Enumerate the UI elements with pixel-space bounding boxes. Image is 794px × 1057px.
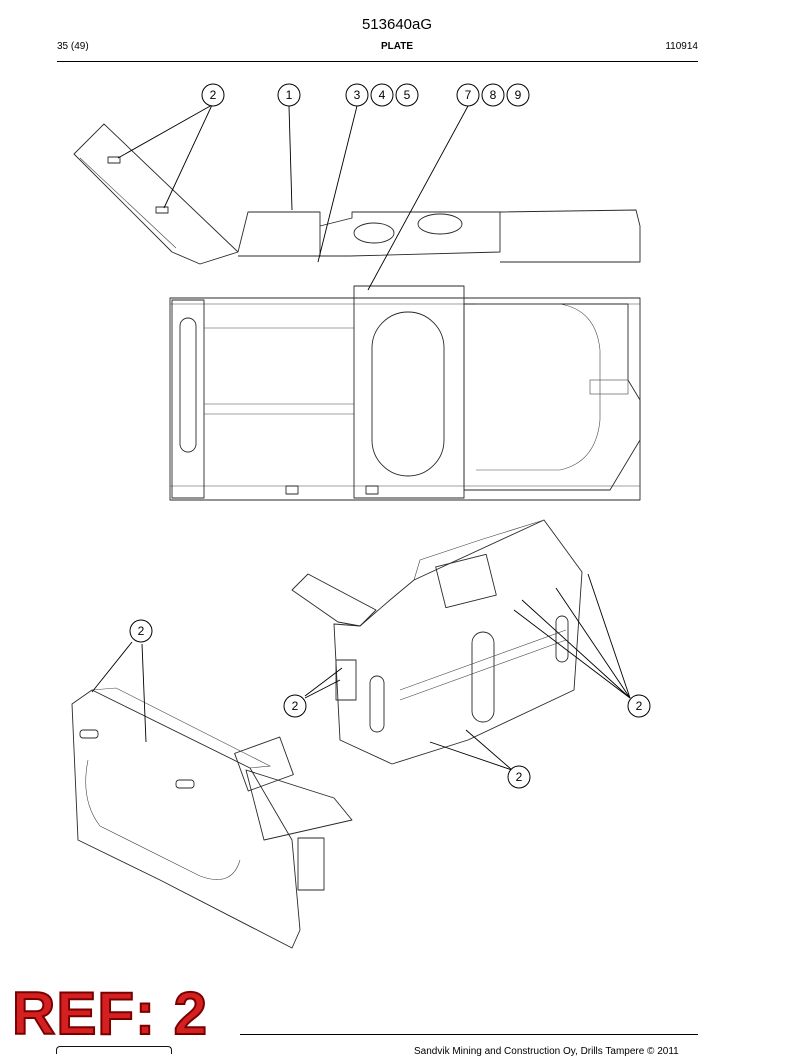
iso-left-top-rail (91, 687, 272, 769)
center-plate (353, 285, 465, 499)
leader-2-right-bottom-a (429, 741, 513, 771)
document-number: 513640aG (361, 16, 433, 33)
svg-text:2: 2 (636, 699, 643, 713)
leader-2-right-fan-b (555, 587, 631, 699)
bolt-upper (107, 156, 121, 164)
page-title: PLATE (380, 41, 414, 52)
svg-text:7: 7 (465, 88, 472, 102)
front-view-leaders (117, 104, 469, 291)
svg-text:3: 3 (354, 88, 361, 102)
left-end-panel (171, 299, 205, 499)
leader-2-right-left-b (304, 679, 341, 699)
right-rail (589, 379, 629, 395)
main-frame (169, 297, 641, 501)
callout-8: 8 (481, 83, 505, 107)
date-code: 110914 (665, 41, 698, 52)
iso-right-slot-right (555, 615, 569, 663)
callout-2-iso-right-left: 2 (283, 694, 307, 718)
callout-5: 5 (395, 83, 419, 107)
leader-345 (317, 105, 358, 263)
leader-1 (288, 105, 293, 211)
leader-789 (367, 105, 469, 291)
leader-2-left-b (141, 643, 147, 743)
callout-2-iso-right-bottom: 2 (507, 765, 531, 789)
callout-2-iso-left: 2 (129, 619, 153, 643)
iso-left-slot-b (175, 779, 195, 789)
iso-left-body (71, 689, 301, 949)
svg-text:2: 2 (516, 770, 523, 784)
iso-right-slot-left (369, 675, 385, 733)
iso-right-top-deck (413, 519, 545, 581)
svg-text:1: 1 (286, 88, 293, 102)
bottom-tab-left (285, 485, 299, 495)
callout-7: 7 (456, 83, 480, 107)
header-rule (57, 61, 698, 62)
iso-left-cutout (85, 759, 241, 880)
front-view-assembly (73, 123, 641, 501)
svg-text:5: 5 (404, 88, 411, 102)
iso-left-slot-a (79, 729, 99, 739)
svg-text:4: 4 (379, 88, 386, 102)
leader-2-right-fan-d (513, 609, 631, 699)
page-number: 35 (49) (57, 41, 89, 52)
iso-left-port-plate (234, 736, 294, 792)
upper-deck (319, 211, 501, 257)
flap-edge (79, 157, 177, 249)
leader-2-right-bottom-b (465, 729, 513, 771)
iso-right-body (333, 519, 583, 765)
iso-right-rail-b (399, 639, 567, 701)
leader-2-right-fan-a (587, 573, 631, 699)
svg-text:2: 2 (292, 699, 299, 713)
footer-copyright: Sandvik Mining and Construction Oy, Dril… (414, 1046, 679, 1057)
leader-2-left-a (91, 641, 133, 693)
iso-right-assembly (291, 519, 583, 765)
callout-4: 4 (370, 83, 394, 107)
round-port-left (353, 222, 395, 244)
iso-right-rail-a (399, 629, 567, 691)
iso-left-assembly (71, 687, 353, 949)
left-slot (179, 317, 197, 453)
bolt-lower (155, 206, 169, 214)
svg-text:8: 8 (490, 88, 497, 102)
iso-right-end-panel (335, 659, 357, 701)
ref-stamp: REF: 2 (11, 980, 209, 1047)
iso-left-leaders (91, 641, 147, 743)
bottom-tab-center (365, 485, 379, 495)
top-step-plate (237, 211, 321, 257)
center-slot (371, 311, 445, 477)
svg-text:2: 2 (138, 624, 145, 638)
company-logo (56, 1046, 172, 1054)
svg-text:2: 2 (210, 88, 217, 102)
callout-1: 1 (277, 83, 301, 107)
right-panel-cutout (476, 303, 601, 471)
round-port-right (417, 213, 463, 235)
right-panel (463, 303, 641, 491)
callout-9: 9 (506, 83, 530, 107)
iso-left-end-panel (297, 837, 325, 891)
footer-rule (240, 1034, 698, 1035)
leader-2-right-fan-c (521, 599, 631, 699)
callout-3: 3 (345, 83, 369, 107)
upper-deck-right (499, 209, 641, 263)
leader-2-b (163, 104, 213, 209)
iso-right-leaders (304, 573, 631, 771)
leader-2-right-left-a (304, 667, 343, 697)
iso-left-flap (245, 769, 353, 841)
iso-right-slot-center (471, 631, 495, 723)
callout-2-iso-right-right: 2 (627, 694, 651, 718)
leader-2-a (117, 104, 213, 159)
iso-right-flap (291, 573, 377, 627)
tilted-flap-plate (73, 123, 239, 265)
svg-text:9: 9 (515, 88, 522, 102)
iso-right-port-plate (435, 553, 497, 609)
callout-2-front: 2 (201, 83, 225, 107)
